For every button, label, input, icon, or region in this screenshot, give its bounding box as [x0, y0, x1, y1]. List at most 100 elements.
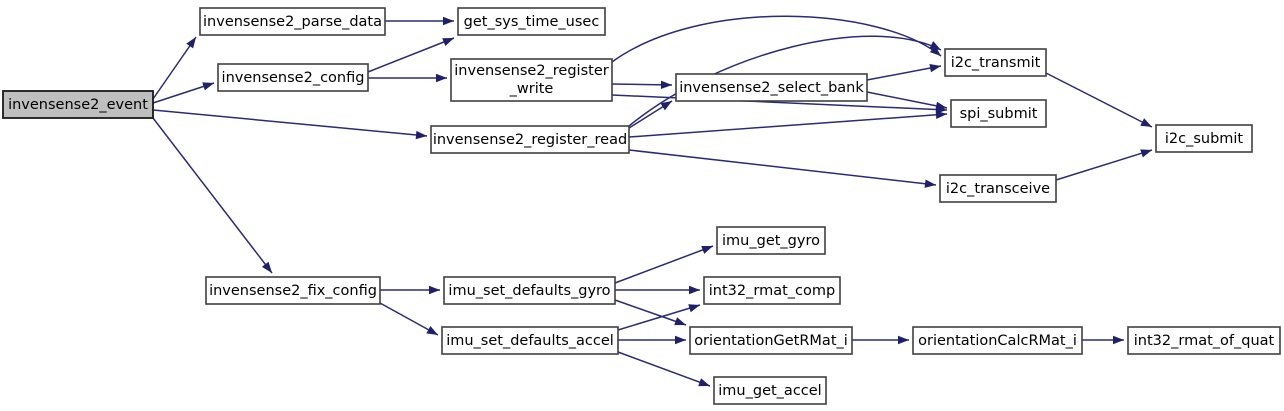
edge-line [367, 37, 455, 73]
node-box[interactable] [689, 326, 853, 355]
node-label: i2c_submit [1165, 131, 1244, 147]
edge-invensense2_register_read-to-invensense2_select_bank [628, 100, 673, 129]
edge-orientationCalcRMat_i-to-int32_rmat_of_quat [1082, 335, 1124, 345]
edge-invensense2_select_bank-to-i2c_transmit [866, 63, 942, 81]
arrow-head-icon [426, 325, 438, 335]
edge-line [614, 245, 714, 284]
node-box[interactable] [457, 7, 606, 36]
edge-invensense2_config-to-invensense2_register_write [368, 73, 447, 83]
node-invensense2_parse_data[interactable]: invensense2_parse_data [199, 7, 386, 36]
edge-line [866, 91, 948, 109]
node-box[interactable] [2, 90, 154, 119]
node-box[interactable] [430, 125, 630, 154]
node-imu_set_defaults_gyro[interactable]: imu_set_defaults_gyro [443, 276, 616, 305]
edge-line [611, 15, 942, 63]
node-label: imu_set_defaults_accel [446, 333, 614, 349]
node-box[interactable] [675, 73, 868, 102]
node-box[interactable] [950, 99, 1047, 128]
node-label: invensense2_register_read [433, 132, 627, 148]
arrow-head-icon [429, 285, 440, 295]
node-int32_rmat_comp[interactable]: int32_rmat_comp [703, 276, 841, 305]
node-i2c_transceive[interactable]: i2c_transceive [939, 174, 1057, 203]
node-box[interactable] [944, 48, 1047, 77]
arrow-head-icon [443, 16, 454, 26]
node-invensense2_register_write[interactable]: invensense2_register_write [450, 58, 613, 102]
arrow-head-icon [660, 101, 672, 111]
arrow-head-icon [929, 45, 941, 56]
node-i2c_transmit[interactable]: i2c_transmit [944, 48, 1047, 77]
nodes-layer: invensense2_event invensense2_parse_data g… [2, 7, 1281, 405]
edge-invensense2_fix_config-to-imu_set_defaults_accel [379, 302, 439, 336]
node-invensense2_select_bank[interactable]: invensense2_select_bank [675, 73, 868, 102]
node-label: int32_rmat_comp [709, 283, 835, 299]
node-invensense2_config[interactable]: invensense2_config [217, 63, 369, 92]
edge-invensense2_register_read-to-spi_submit [628, 110, 948, 138]
arrow-head-icon [436, 73, 447, 83]
node-i2c_submit[interactable]: i2c_submit [1155, 124, 1253, 153]
arrow-head-icon [1113, 335, 1124, 345]
node-box[interactable] [199, 7, 386, 36]
node-orientationGetRMat_i[interactable]: orientationGetRMat_i [689, 326, 853, 355]
node-invensense2_event[interactable]: invensense2_event [2, 90, 154, 119]
node-label: imu_set_defaults_gyro [448, 283, 610, 299]
node-label: orientationGetRMat_i [694, 333, 848, 349]
node-box[interactable] [713, 376, 827, 405]
node-box[interactable] [1155, 124, 1253, 153]
arrow-head-icon [929, 63, 941, 73]
node-label: int32_rmat_of_quat [1134, 333, 1275, 349]
edge-line [866, 65, 942, 81]
node-invensense2_fix_config[interactable]: invensense2_fix_config [205, 276, 381, 305]
node-box[interactable] [912, 326, 1083, 355]
node-box[interactable] [443, 276, 616, 305]
edge-invensense2_event-to-invensense2_config [152, 82, 215, 104]
node-label: invensense2_select_bank [679, 80, 864, 96]
node-invensense2_register_read[interactable]: invensense2_register_read [430, 125, 630, 154]
node-int32_rmat_of_quat[interactable]: int32_rmat_of_quat [1127, 326, 1281, 355]
node-imu_get_accel[interactable]: imu_get_accel [713, 376, 827, 405]
arrow-head-icon [1140, 118, 1152, 127]
edge-line [1045, 72, 1153, 128]
edge-invensense2_parse_data-to-get_sys_time_usec [385, 16, 454, 26]
node-box[interactable] [1127, 326, 1281, 355]
node-box[interactable] [703, 276, 841, 305]
edge-invensense2_register_write-to-invensense2_select_bank [611, 80, 673, 90]
edge-imu_set_defaults_accel-to-int32_rmat_comp [617, 304, 701, 331]
edges-layer [152, 15, 1153, 387]
node-box[interactable] [939, 174, 1057, 203]
node-box[interactable] [441, 326, 619, 355]
arrow-head-icon [675, 335, 686, 345]
node-label: i2c_transceive [946, 181, 1050, 197]
node-spi_submit[interactable]: spi_submit [950, 99, 1047, 128]
edge-line [628, 113, 948, 138]
edge-invensense2_fix_config-to-imu_set_defaults_gyro [380, 285, 440, 295]
node-imu_get_gyro[interactable]: imu_get_gyro [716, 226, 826, 255]
arrow-head-icon [698, 378, 710, 387]
node-label: invensense2_register_write [454, 63, 608, 97]
edge-imu_set_defaults_accel-to-orientationGetRMat_i [618, 335, 686, 345]
node-label: invensense2_event [8, 97, 148, 113]
edge-invensense2_register_read-to-i2c_transmit [628, 35, 942, 127]
node-get_sys_time_usec[interactable]: get_sys_time_usec [457, 7, 606, 36]
arrow-head-icon [689, 285, 700, 295]
edge-line [152, 117, 273, 274]
node-box[interactable] [450, 58, 613, 102]
edge-line [628, 35, 942, 127]
edge-line [379, 302, 439, 336]
edge-line [614, 299, 687, 326]
edge-line [152, 109, 428, 137]
node-box[interactable] [217, 63, 369, 92]
arrow-head-icon [674, 317, 686, 326]
edge-line [611, 94, 948, 111]
edge-line [1055, 149, 1153, 181]
node-label: get_sys_time_usec [464, 14, 600, 30]
node-imu_set_defaults_accel[interactable]: imu_set_defaults_accel [441, 326, 619, 355]
edge-invensense2_event-to-invensense2_parse_data [152, 36, 197, 100]
node-box[interactable] [205, 276, 381, 305]
node-label: invensense2_config [222, 70, 365, 86]
node-orientationCalcRMat_i[interactable]: orientationCalcRMat_i [912, 326, 1083, 355]
arrow-head-icon [660, 80, 672, 90]
node-box[interactable] [716, 226, 826, 255]
arrow-head-icon [202, 82, 214, 91]
